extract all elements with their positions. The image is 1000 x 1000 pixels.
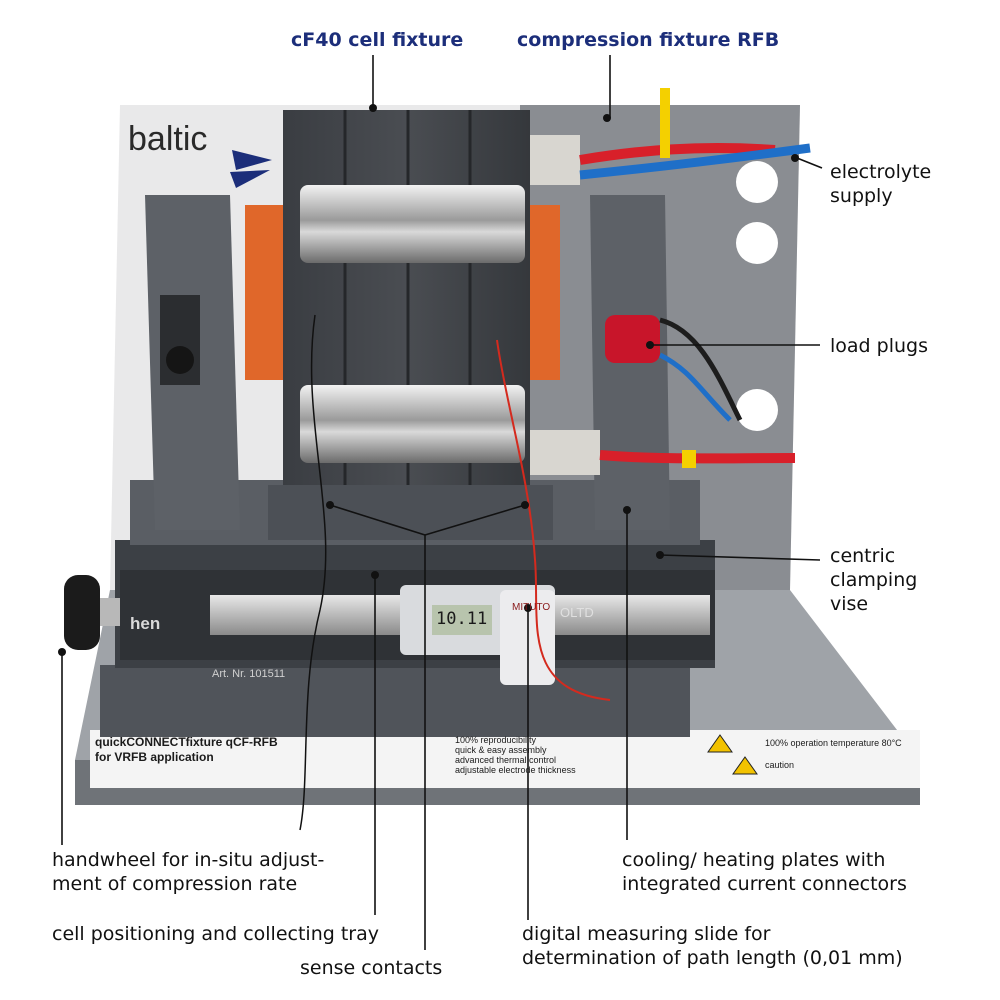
logo-swoosh [230,150,272,188]
cell-stack [268,110,553,540]
callout-lines [61,55,823,950]
label-load-plugs: load plugs [830,335,928,357]
label-tray: cell positioning and collecting tray [52,923,379,945]
label-digital-slide-1: digital measuring slide for [522,923,771,945]
side-brand: hen [130,614,161,633]
art-number: Art. Nr. 101511 [212,668,286,680]
warning-2: caution [765,760,795,770]
sense-wires [299,314,611,831]
caliper-display: 10.11 [436,609,488,629]
plate-title-1: quickCONNECTfixture qCF-RFB [95,735,278,749]
electrolyte-tubes [579,88,811,468]
label-centric-vise-3: vise [830,593,869,615]
label-cell-fixture: cF40 cell fixture [291,29,464,51]
label-compression-fixture: compression fixture RFB [517,29,780,51]
caliper-code: OLTD [560,605,594,620]
cooling-plates [145,195,670,530]
plate-title-2: for VRFB application [95,750,214,764]
label-electrolyte-supply-2: supply [830,185,893,207]
brand-logo: baltic [128,120,208,158]
metal-clips [300,185,525,463]
plate-bullet-2: quick & easy assembly [455,745,547,755]
front-label-plate [90,730,920,788]
label-cooling-plates-2: integrated current connectors [622,873,907,895]
gasket-right [530,205,560,380]
label-handwheel-2: ment of compression rate [52,873,298,895]
label-centric-vise-2: clamping [830,569,918,591]
label-electrolyte-supply-1: electrolyte [830,161,932,183]
plate-bullet-4: adjustable electrode thickness [455,765,576,775]
callout-dots [58,104,799,656]
label-digital-slide-2: determination of path length (0,01 mm) [522,947,903,969]
label-cooling-plates-1: cooling/ heating plates with [622,849,886,871]
gasket-left [245,205,283,380]
plate-bullet-1: 100% reproducibility [455,735,537,745]
load-plugs [605,315,660,363]
label-centric-vise-1: centric [830,545,896,567]
plate-bullet-3: advanced thermal control [455,755,557,765]
label-sense-contacts: sense contacts [300,957,443,979]
warning-1: 100% operation temperature 80°C [765,738,902,748]
handwheel [64,575,120,650]
fittings [530,135,600,475]
caliper-brand: MITUTO [512,602,551,613]
label-handwheel-1: handwheel for in-situ adjust- [52,849,325,871]
